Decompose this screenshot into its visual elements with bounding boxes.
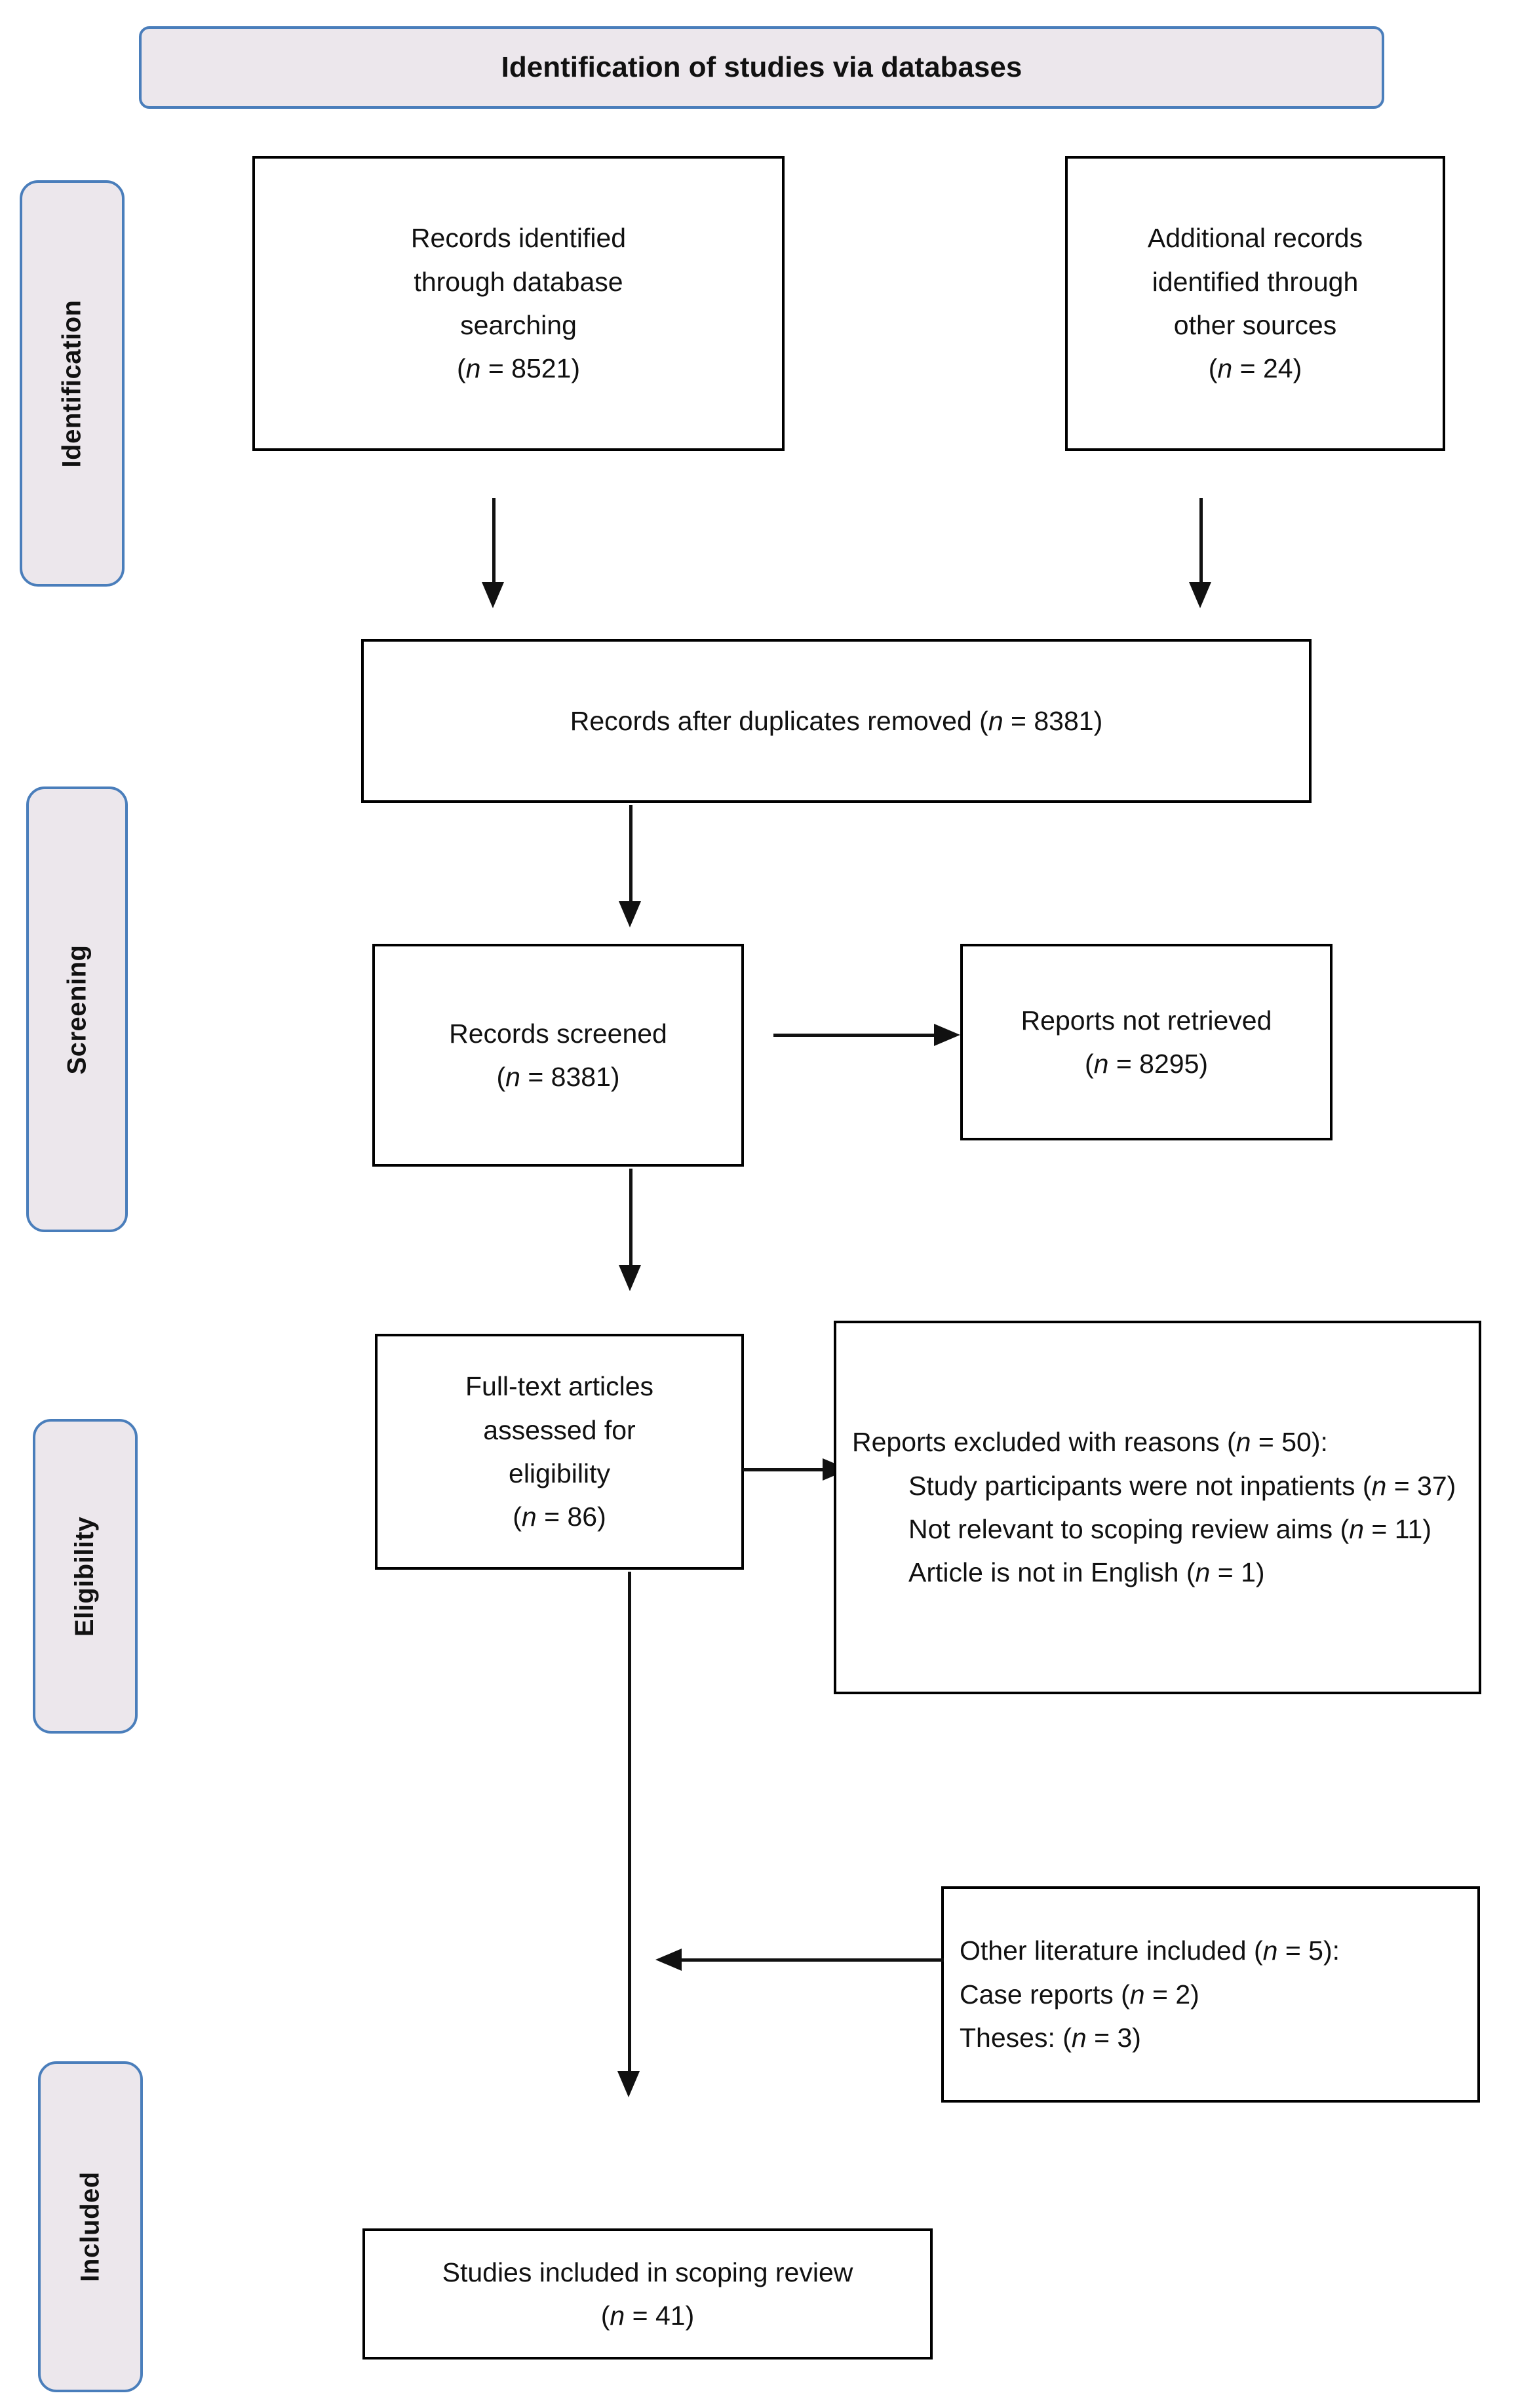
box-fulltext-articles-assessed: Full-text articles assessed for eligibil… xyxy=(375,1334,744,1570)
other-item-1-n: 2 xyxy=(1175,1979,1191,2010)
box-records-screened: Records screened (n = 8381) xyxy=(372,944,744,1167)
reports-excluded-reason-3: Article is not in English (n = 1) xyxy=(908,1557,1265,1588)
records-identified-line-2: through database xyxy=(414,266,623,297)
stage-tab-identification-label: Identification xyxy=(57,300,87,467)
other-literature-item-2: Theses: (n = 3) xyxy=(960,2023,1141,2053)
records-identified-line-3: searching xyxy=(460,310,577,340)
connector-line-fulltext-to-excluded xyxy=(743,1468,838,1471)
reason-1-n: 37 xyxy=(1417,1470,1447,1501)
connector-line-additional-to-duplicates xyxy=(1199,498,1203,587)
studies-included-label: Studies included in scoping review xyxy=(442,2257,853,2287)
fulltext-line-3: eligibility xyxy=(509,1458,610,1488)
arrow-down-fulltext-to-included xyxy=(617,2071,640,2097)
reports-not-retrieved-count: (n = 8295) xyxy=(1084,1049,1209,1079)
box-records-after-duplicates-removed: Records after duplicates removed (n = 83… xyxy=(361,639,1312,803)
additional-records-line-2: identified through xyxy=(1152,266,1359,297)
fulltext-n: 86 xyxy=(567,1502,598,1532)
arrow-left-other-literature-to-included xyxy=(655,1949,682,1971)
records-identified-count: (n = 8521) xyxy=(456,353,581,384)
arrow-right-screened-to-not-retrieved xyxy=(934,1024,960,1046)
studies-included-count: (n = 41) xyxy=(600,2301,695,2331)
duplicates-removed-n: 8381 xyxy=(1034,705,1094,736)
box-reports-not-retrieved: Reports not retrieved (n = 8295) xyxy=(960,944,1333,1140)
connector-line-other-literature-to-included xyxy=(682,1958,944,1962)
connector-line-identified-to-duplicates xyxy=(492,498,496,587)
stage-tab-screening-label: Screening xyxy=(62,944,91,1074)
box-studies-included-in-scoping-review: Studies included in scoping review (n = … xyxy=(362,2228,933,2359)
fulltext-line-1: Full-text articles xyxy=(465,1371,654,1402)
arrow-down-additional-to-duplicates xyxy=(1189,582,1211,608)
box-other-literature-included: Other literature included (n = 5): Case … xyxy=(941,1886,1480,2103)
reports-excluded-n: 50 xyxy=(1281,1427,1312,1458)
other-literature-heading: Other literature included (n = 5): xyxy=(960,1935,1340,1966)
stage-tab-included-label: Included xyxy=(75,2171,105,2282)
other-literature-n: 5 xyxy=(1308,1935,1323,1966)
box-additional-records-other-sources: Additional records identified through ot… xyxy=(1065,156,1445,451)
banner-identification-via-databases: Identification of studies via databases xyxy=(139,26,1384,109)
reports-excluded-reason-1: Study participants were not inpatients (… xyxy=(908,1470,1456,1501)
connector-line-screened-to-not-retrieved xyxy=(773,1034,941,1037)
records-identified-n: 8521 xyxy=(511,353,572,384)
arrow-down-duplicates-to-screened xyxy=(619,901,641,927)
stage-tab-eligibility: Eligibility xyxy=(33,1419,138,1734)
reason-3-n: 1 xyxy=(1241,1557,1256,1588)
connector-line-screened-to-fulltext xyxy=(629,1169,632,1270)
banner-label: Identification of studies via databases xyxy=(501,51,1022,83)
additional-records-line-1: Additional records xyxy=(1147,223,1363,254)
fulltext-count: (n = 86) xyxy=(513,1502,606,1532)
arrow-down-screened-to-fulltext xyxy=(619,1265,641,1291)
additional-records-count: (n = 24) xyxy=(1208,353,1302,384)
box-records-identified-through-database-searching: Records identified through database sear… xyxy=(252,156,785,451)
stage-tab-eligibility-label: Eligibility xyxy=(70,1516,100,1637)
additional-records-line-3: other sources xyxy=(1173,310,1337,340)
records-screened-label: Records screened xyxy=(449,1018,667,1049)
other-item-2-n: 3 xyxy=(1117,2023,1133,2053)
reports-excluded-heading: Reports excluded with reasons (n = 50): xyxy=(852,1427,1328,1458)
reports-not-retrieved-label: Reports not retrieved xyxy=(1021,1005,1272,1036)
reason-2-n: 11 xyxy=(1394,1514,1423,1544)
additional-records-n: 24 xyxy=(1262,353,1293,384)
studies-included-n: 41 xyxy=(655,2301,686,2331)
arrow-down-identified-to-duplicates xyxy=(482,582,504,608)
stage-tab-screening: Screening xyxy=(26,786,128,1232)
box-reports-excluded-with-reasons: Reports excluded with reasons (n = 50): … xyxy=(834,1321,1481,1694)
stage-tab-included: Included xyxy=(38,2061,143,2392)
fulltext-line-2: assessed for xyxy=(483,1414,636,1445)
connector-line-fulltext-to-included xyxy=(628,1572,631,2076)
duplicates-removed-text: Records after duplicates removed (n = 83… xyxy=(570,705,1103,736)
records-screened-count: (n = 8381) xyxy=(496,1062,620,1092)
stage-tab-identification: Identification xyxy=(20,180,125,587)
reports-excluded-reason-2: Not relevant to scoping review aims (n =… xyxy=(908,1514,1431,1544)
records-identified-line-1: Records identified xyxy=(410,223,627,254)
reports-not-retrieved-n: 8295 xyxy=(1139,1049,1199,1079)
records-screened-n: 8381 xyxy=(551,1062,611,1092)
connector-line-duplicates-to-screened xyxy=(629,805,632,906)
other-literature-item-1: Case reports (n = 2) xyxy=(960,1979,1199,2010)
